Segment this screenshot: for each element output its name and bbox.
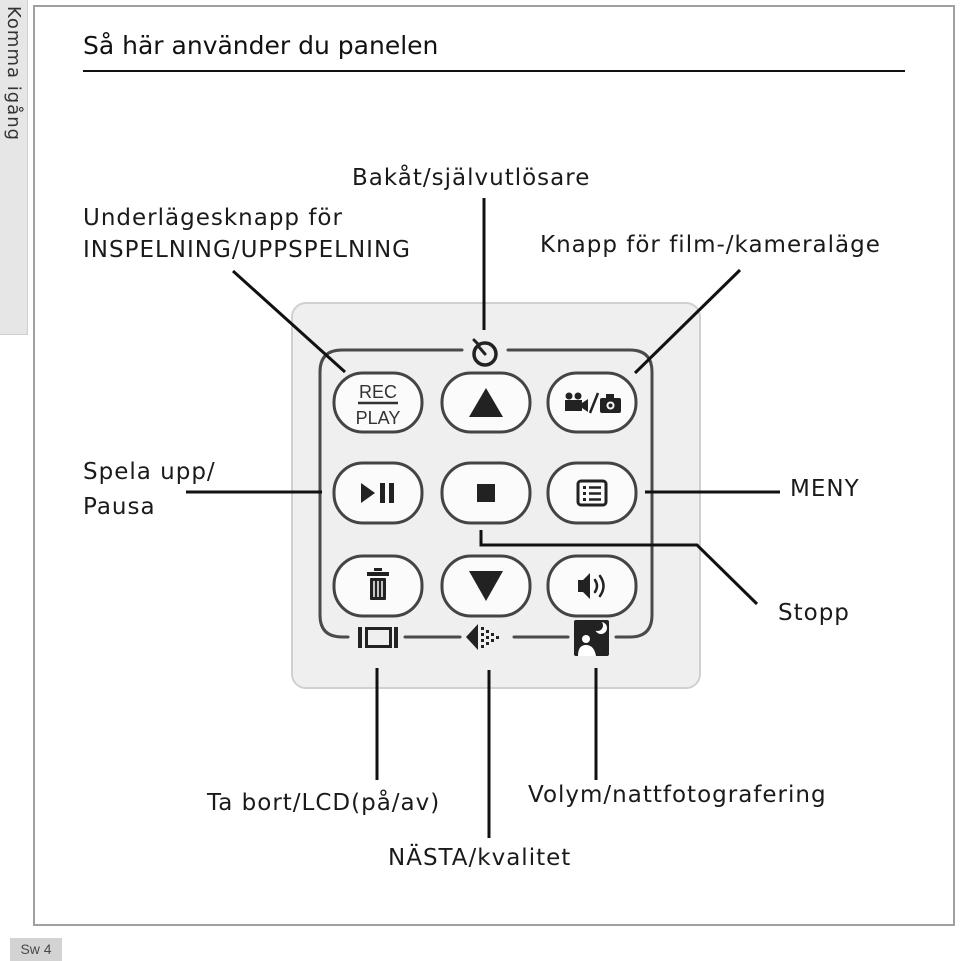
page-frame xyxy=(33,5,955,926)
side-tab: Komma igång xyxy=(0,0,28,335)
up-arrow-icon xyxy=(469,388,503,417)
play-pause-button xyxy=(332,461,424,525)
lcd-icon-left-bar xyxy=(358,627,362,648)
next-dot xyxy=(481,645,484,648)
night-mode-icon xyxy=(574,620,609,656)
next-dot xyxy=(481,633,484,636)
label-mode: Knapp för film-/kameraläge xyxy=(540,232,881,258)
stop-icon xyxy=(477,484,495,502)
speaker-wave-1 xyxy=(593,578,599,594)
label-play-pause-line2: Pausa xyxy=(83,494,156,520)
rec-text: REC xyxy=(359,382,397,402)
down-arrow-icon xyxy=(469,571,503,601)
lcd-icon xyxy=(358,627,398,648)
movie-camera-reel-1 xyxy=(565,392,573,400)
label-delete-lcd: Ta bort/LCD(på/av) xyxy=(207,790,441,816)
title-underline xyxy=(83,70,905,72)
lcd-icon-right-bar xyxy=(394,627,398,648)
volume-button xyxy=(546,554,638,618)
leader-lines xyxy=(186,198,780,838)
trash-handle xyxy=(374,568,382,571)
camera-lens xyxy=(608,403,613,408)
label-play-pause-line1: Spela upp/ xyxy=(83,459,216,485)
label-stop: Stopp xyxy=(778,600,850,626)
self-timer-dial xyxy=(472,341,498,367)
camera-hump xyxy=(606,394,614,399)
menu-icon-bullet-3 xyxy=(583,498,586,501)
page-number: Sw 4 xyxy=(10,938,62,961)
panel-buttons xyxy=(332,371,638,618)
menu-icon xyxy=(576,479,608,507)
label-rec-play-line1: Underlägesknapp för xyxy=(83,205,343,231)
next-dot xyxy=(481,639,484,642)
self-timer-hand xyxy=(477,345,487,356)
next-dot xyxy=(491,639,494,642)
next-arrowhead xyxy=(466,624,478,650)
next-quality-icon xyxy=(466,624,499,650)
mode-button xyxy=(546,371,638,434)
menu-icon-bullet-1 xyxy=(583,486,586,489)
menu-icon-bullet-2 xyxy=(583,492,586,495)
next-dot xyxy=(496,636,499,639)
rec-play-icon: REC PLAY xyxy=(356,382,401,428)
night-mode-moon-shadow xyxy=(592,620,603,631)
next-dot xyxy=(486,642,489,645)
play-text: PLAY xyxy=(356,408,401,428)
self-timer-icon xyxy=(472,338,498,367)
page-title: Så här använder du panelen xyxy=(83,31,439,60)
leader-mode xyxy=(633,268,742,375)
self-timer-tick xyxy=(472,338,480,346)
trash-icon xyxy=(367,568,389,600)
label-self-timer: Bakåt/självutlösare xyxy=(352,165,591,191)
night-mode-person-body xyxy=(578,645,596,656)
leader-rec-play xyxy=(231,269,347,374)
side-tab-label: Komma igång xyxy=(3,6,24,142)
label-rec-play-line2: INSPELNING/UPPSPELNING xyxy=(83,237,411,263)
menu-icon-frame xyxy=(576,479,608,507)
movie-camera-reel-2 xyxy=(574,392,582,400)
next-dot xyxy=(491,633,494,636)
pause-bar-1 xyxy=(380,483,385,503)
leader-stop xyxy=(479,530,759,606)
play-pause-icon xyxy=(361,483,394,503)
movie-camera-body xyxy=(565,400,582,411)
label-volume-night: Volym/nattfotografering xyxy=(528,782,827,808)
next-dot xyxy=(481,627,484,630)
label-next-quality: NÄSTA/kvalitet xyxy=(388,845,572,871)
pause-bar-2 xyxy=(389,483,394,503)
next-dot xyxy=(486,636,489,639)
play-triangle xyxy=(361,483,375,503)
trash-lid xyxy=(367,572,389,576)
label-menu: MENY xyxy=(790,476,860,502)
next-dot xyxy=(486,630,489,633)
movie-camera-lens xyxy=(582,399,588,412)
speaker-body xyxy=(578,573,590,599)
speaker-wave-2 xyxy=(598,574,605,598)
night-mode-person-head xyxy=(582,635,590,643)
mode-slash xyxy=(588,392,600,414)
speaker-icon xyxy=(578,573,605,599)
lcd-icon-screen xyxy=(365,627,392,648)
movie-camera-mode-icon xyxy=(565,392,621,414)
